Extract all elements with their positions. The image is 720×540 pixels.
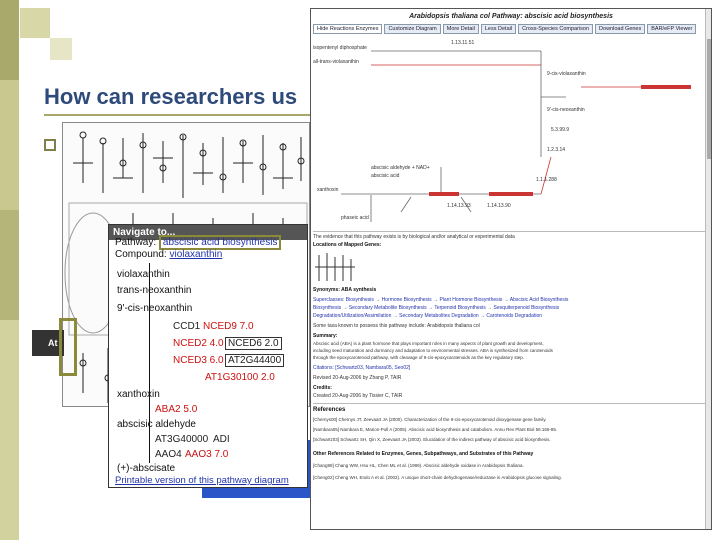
gene-locations-chart	[315, 253, 355, 281]
summary-heading: Summary:	[313, 333, 338, 339]
scrollbar-thumb[interactable]	[707, 39, 711, 159]
ec-number[interactable]: 1.13.11.51	[451, 40, 475, 46]
gene-aao3[interactable]: AAO3 7.0	[185, 449, 229, 460]
web-page-title: Arabidopsis thaliana col Pathway: abscis…	[409, 13, 613, 20]
diagram-stub: At	[32, 330, 64, 356]
citations-line[interactable]: Citations: [Schwartz03, Nambara05, Seo02…	[313, 365, 411, 371]
ec-number[interactable]: 1.2.3.14	[547, 147, 566, 153]
divider	[313, 231, 709, 232]
printable-version-link[interactable]: Printable version of this pathway diagra…	[115, 475, 289, 486]
nav-compound-row: Compound: violaxanthin	[115, 249, 222, 260]
tab-customize-diagram[interactable]: Customize Diagram	[384, 24, 441, 34]
compound-phaseic-acid[interactable]: phaseic acid	[341, 215, 369, 221]
nav-pathway-link[interactable]: abscisic acid biosynthesis	[158, 235, 282, 250]
compound-abscisic-acid[interactable]: abscisic acid	[371, 173, 400, 179]
nav-pathway-row: Pathway: abscisic acid biosynthesis	[115, 235, 282, 250]
gene-aao4[interactable]: AAO4	[155, 449, 182, 460]
molecule-cis-neoxanthin[interactable]: 9'-cis-neoxanthin	[117, 303, 193, 314]
gene-nced2[interactable]: NCED2 4.0	[173, 338, 224, 349]
synonyms-line: Synonyms: ABA synthesis	[313, 287, 377, 293]
references-heading: References	[313, 407, 346, 413]
title-rule	[44, 114, 312, 116]
summary-text: through the epoxycarotenoid pathway, wit…	[313, 355, 525, 360]
gene-at3g40000[interactable]: AT3G40000	[155, 434, 209, 445]
tab-cross-species[interactable]: Cross-Species Comparison	[518, 24, 594, 34]
reference-item[interactable]: [Chang99] Chang WW, Hsu HL, Chen ML et a…	[313, 463, 524, 468]
gene-at1g30100[interactable]: AT1G30100 2.0	[205, 372, 275, 383]
gene-locations-heading: Locations of Mapped Genes:	[313, 242, 382, 248]
evidence-text: The evidence that this pathway exists is…	[313, 234, 515, 240]
ec-number[interactable]: 5.3.99.9	[551, 127, 570, 133]
gene-ccd1[interactable]: CCD1	[173, 321, 201, 332]
decor-square	[50, 38, 72, 60]
summary-text: including seed maturation and dormancy a…	[313, 348, 553, 353]
revised-line: Revised 20-Aug-2006 by Zhang P, TAIR	[313, 375, 402, 381]
side-bar-block	[0, 80, 19, 210]
summary-text: Abscisic acid (ABA) is a plant hormone t…	[313, 341, 544, 346]
scrollbar[interactable]	[705, 9, 711, 529]
tab-more-detail[interactable]: More Detail	[442, 24, 479, 34]
web-pathway-svg	[341, 50, 691, 222]
nav-compound-link[interactable]: violaxanthin	[169, 249, 223, 260]
compound-abscisic-aldehyde[interactable]: abscisic aldehyde + NAD+	[371, 165, 430, 171]
taxa-line: Some taxa known to possess this pathway …	[313, 323, 480, 329]
tab-bar-efp-viewer[interactable]: BAR/eFP Viewer	[647, 24, 697, 34]
tab-hide-reactions[interactable]: Hide Reactions Enzymes	[313, 24, 383, 34]
compound-violaxanthin[interactable]: all-trans-violaxanthin	[313, 59, 359, 65]
molecule-abscisate[interactable]: (+)-abscisate	[117, 463, 176, 474]
gene-nced6[interactable]: NCED6 2.0	[225, 337, 282, 350]
other-references-heading: Other References Related to Enzymes, Gen…	[313, 451, 534, 457]
ec-number[interactable]: 1.14.13.90	[487, 203, 511, 209]
compound-cis-neoxanthin[interactable]: 9'-cis-neoxanthin	[547, 107, 585, 113]
reference-item[interactable]: [Nambara05] Nambara E, Marion-Poll A (20…	[313, 427, 558, 432]
web-page-tabs: Hide Reactions Enzymes Customize Diagram…	[313, 24, 697, 34]
navigate-panel: Navigate to... Pathway: abscisic acid bi…	[108, 224, 308, 488]
divider	[313, 403, 709, 404]
credits-heading: Credits:	[313, 385, 332, 391]
nav-compound-label: Compound:	[115, 249, 167, 260]
molecule-abscisic-aldehyde[interactable]: abscisic aldehyde	[117, 419, 196, 430]
web-pathway-diagram: isopentenyl diphosphate all-trans-violax…	[311, 37, 711, 229]
reference-item[interactable]: [Schwartz03] Schwartz SH, Qin X, Zeevaar…	[313, 437, 551, 442]
navigate-header: Navigate to...	[109, 225, 307, 240]
ec-number[interactable]: 1.14.13.93	[447, 203, 471, 209]
diagram-stub-label: At	[48, 338, 58, 348]
gene-adi[interactable]: ADI	[213, 434, 230, 445]
tab-download-genes[interactable]: Download Genes	[595, 24, 646, 34]
superclasses-line[interactable]: Degradation/Utilization/Assimilation → S…	[313, 313, 543, 319]
highlight-frame	[59, 318, 77, 376]
side-bar-block	[0, 0, 19, 80]
compound-cis-violaxanthin[interactable]: 9-cis-violaxanthin	[547, 71, 586, 77]
superclasses-line[interactable]: Superclasses: Biosynthesis → Hormone Bio…	[313, 297, 569, 303]
ec-number[interactable]: 1.1.1.288	[536, 177, 557, 183]
tab-less-detail[interactable]: Less Detail	[480, 24, 517, 34]
pathway-web-page: Arabidopsis thaliana col Pathway: abscis…	[310, 8, 712, 530]
gene-nced3[interactable]: NCED3 6.0	[173, 355, 224, 366]
reference-item[interactable]: [Cheng02] Cheng WH, Endo A et al. (2002)…	[313, 475, 562, 480]
side-bar-block	[0, 320, 19, 540]
pathway-spine	[149, 263, 150, 463]
side-bar-block	[0, 210, 19, 320]
created-line: Created 20-Aug-2006 by Tissier C, TAIR	[313, 393, 403, 399]
superclasses-line[interactable]: Biosynthesis → Secondary Metabolite Bios…	[313, 305, 560, 311]
decor-square	[20, 8, 50, 38]
gene-aba2[interactable]: ABA2 5.0	[155, 404, 198, 415]
molecule-trans-neoxanthin[interactable]: trans-neoxanthin	[117, 285, 192, 296]
molecule-xanthoxin[interactable]: xanthoxin	[117, 389, 160, 400]
compound-isopentenyl[interactable]: isopentenyl diphosphate	[313, 45, 367, 51]
compound-xanthoxin[interactable]: xanthoxin	[317, 187, 339, 193]
reference-item[interactable]: [Chernys00] Chernys JT, Zeevaart JA (200…	[313, 417, 547, 422]
molecule-violaxanthin[interactable]: violaxanthin	[117, 269, 170, 280]
bullet-icon	[44, 139, 56, 151]
gene-nced9[interactable]: NCED9 7.0	[203, 321, 254, 332]
side-bar	[0, 0, 19, 540]
nav-pathway-label: Pathway:	[115, 237, 157, 248]
slide-title: How can researchers us	[44, 84, 298, 109]
gene-at2g44400[interactable]: AT2G44400	[225, 354, 285, 367]
